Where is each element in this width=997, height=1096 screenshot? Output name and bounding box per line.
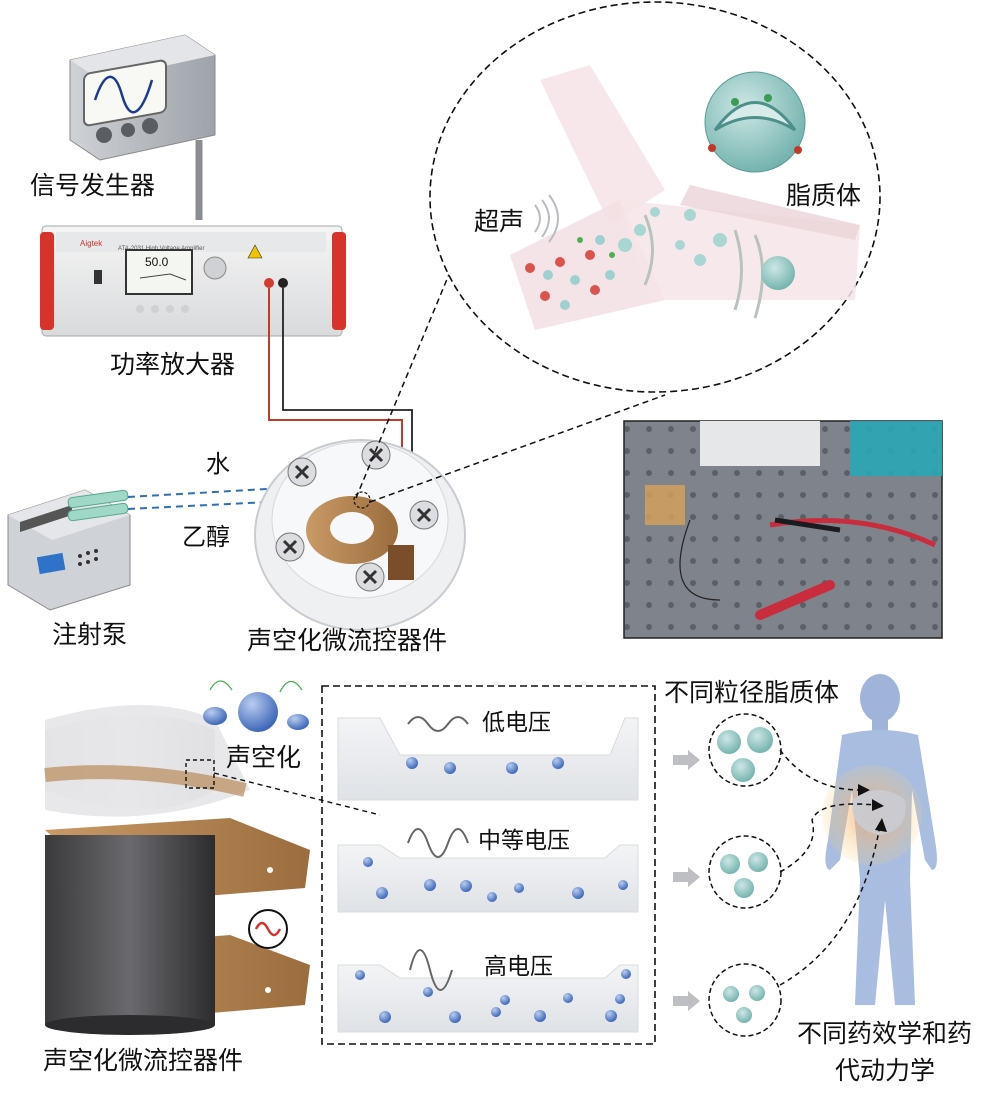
label-high-voltage: 高电压 [484, 954, 553, 980]
zoom-circle [429, 1, 881, 393]
screw-icon [275, 532, 305, 562]
device-bottom-illustration [44, 705, 310, 1035]
zoom-lines [355, 259, 666, 503]
flow-lines [127, 482, 371, 510]
label-pk-pd-line1: 不同药效学和药 [797, 1019, 973, 1048]
label-liposome: 脂质体 [786, 181, 862, 210]
label-syringe-pump: 注射泵 [52, 620, 128, 649]
ac-source-icon [248, 909, 288, 949]
mid-voltage-wave-icon [407, 828, 469, 858]
label-low-voltage: 低电压 [482, 710, 551, 736]
screw-icon [355, 562, 385, 592]
voltage-panel [321, 685, 656, 1045]
delivery-arrows [779, 749, 881, 986]
label-water: 水 [206, 450, 230, 478]
label-device-top: 声空化微流控器件 [247, 626, 448, 655]
liposome-icon [761, 256, 795, 290]
signal-generator [69, 34, 216, 220]
power-amplifier: Aigtek ATA-2031 High Voltage Amplifier 5… [40, 225, 346, 337]
screw-icon [361, 440, 391, 470]
detail-link-line [213, 772, 381, 816]
low-voltage-wave-icon [407, 716, 469, 732]
sine-wave-icon [93, 75, 154, 114]
setup-photo [623, 420, 943, 639]
screw-icon [409, 500, 439, 530]
label-power-amplifier: 功率放大器 [110, 350, 236, 379]
label-device-bottom: 声空化微流控器件 [43, 1046, 244, 1075]
cavitation-bubbles-icon [203, 680, 309, 732]
label-mid-voltage: 中等电压 [478, 828, 570, 854]
human-body-icon [822, 674, 937, 1005]
label-ethanol: 乙醇 [182, 523, 230, 551]
device-top-illustration [254, 439, 466, 631]
liposome-size-groups [708, 713, 782, 1037]
label-ultrasound: 超声 [474, 207, 525, 236]
amp-display-value: 50.0 [145, 255, 169, 269]
label-cavitation: 声空化 [226, 743, 302, 772]
syringe-pump [7, 489, 131, 611]
result-arrows [673, 750, 700, 1011]
amp-brand: Aigtek [80, 239, 103, 248]
liposome-sphere-icon [704, 71, 806, 173]
arrowheads [858, 784, 887, 832]
label-signal-generator: 信号发生器 [30, 171, 156, 200]
label-diff-size-liposome: 不同粒径脂质体 [664, 678, 840, 707]
high-voltage-wave-icon [409, 949, 453, 991]
label-pk-pd-line2: 代动力学 [835, 1056, 936, 1085]
screw-icon [287, 457, 317, 487]
